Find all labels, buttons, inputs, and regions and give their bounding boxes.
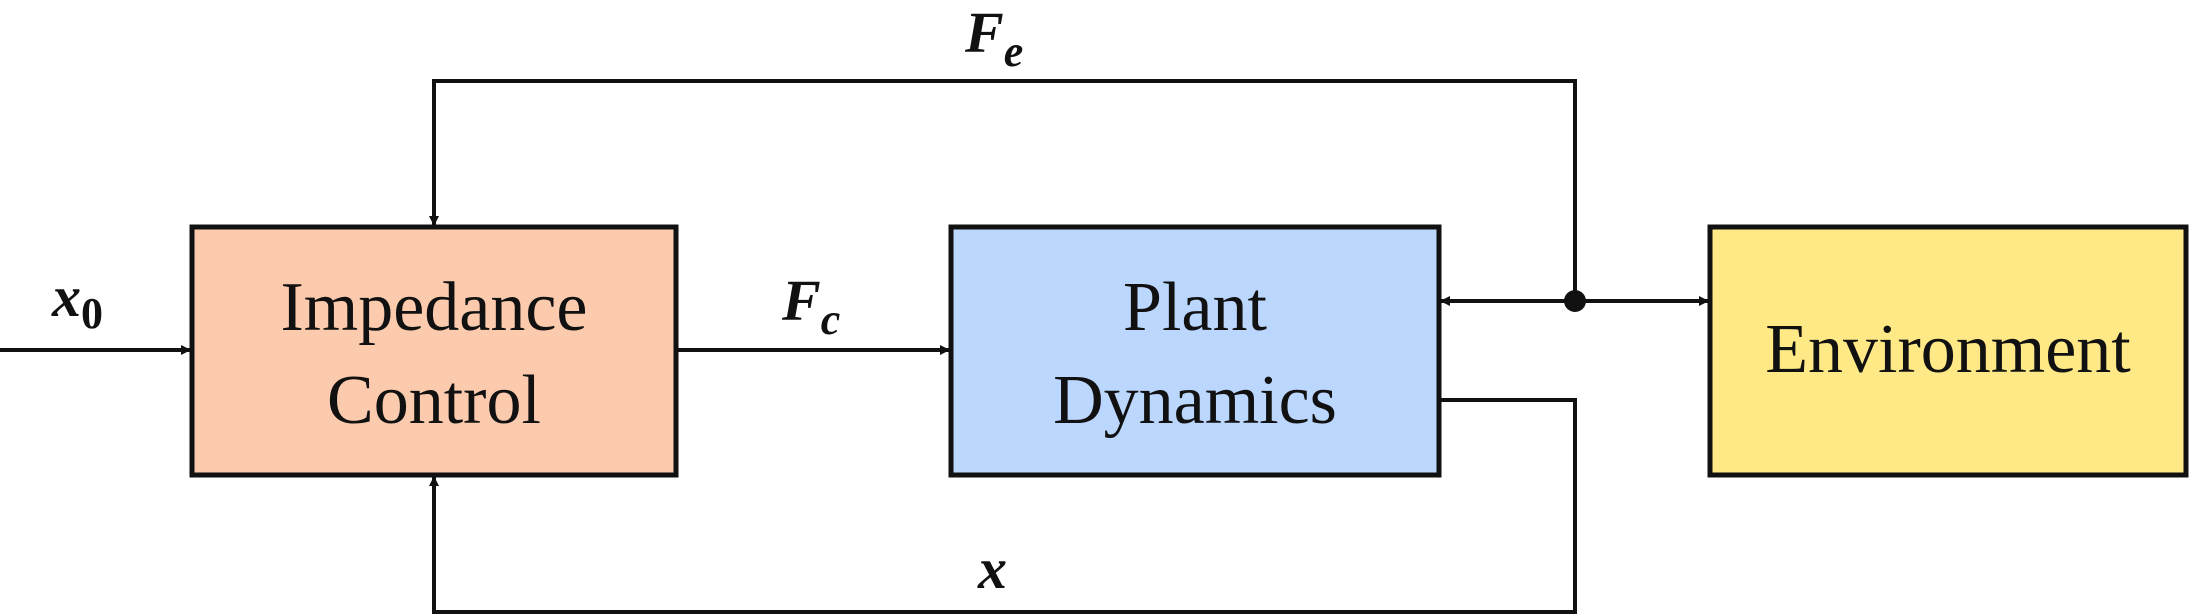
environment-label: Environment — [1765, 311, 2131, 388]
x0-label: x0 — [51, 264, 103, 338]
fe-label: Fe — [964, 0, 1023, 76]
fc-label: Fc — [781, 268, 840, 344]
impedance-control-block — [189, 224, 679, 478]
environment-block — [1707, 224, 2189, 478]
impedance-label-2: Control — [327, 362, 541, 439]
plant-dynamics-block — [948, 224, 1442, 478]
fe-feedback-path — [429, 79, 1577, 301]
x-label: x — [977, 536, 1007, 601]
plant-label-2: Dynamics — [1053, 362, 1337, 439]
impedance-label-1: Impedance — [280, 269, 587, 346]
plant-label-1: Plant — [1123, 269, 1267, 346]
x-feedback-path — [429, 398, 1577, 614]
junction-dot — [1564, 290, 1586, 312]
